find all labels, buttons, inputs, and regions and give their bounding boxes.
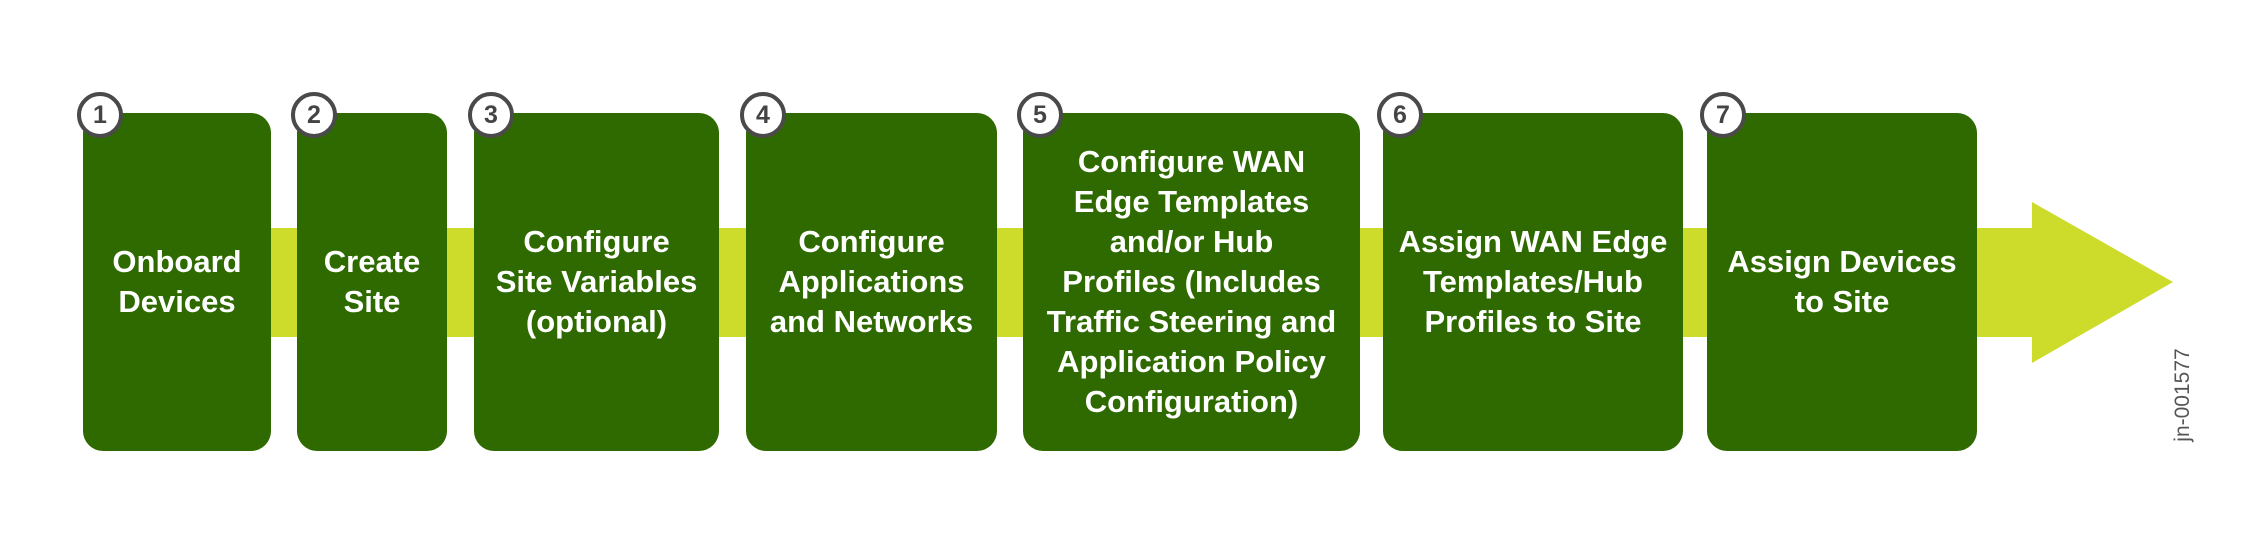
step-label: Create Site [323, 244, 421, 319]
step-label: Configure Applications and Networks [769, 224, 974, 339]
figure-id-label: jn-001577 [2171, 348, 2194, 442]
step-box-configure-site-variables: Configure Site Variables (optional) [474, 113, 719, 451]
step-box-onboard-devices: Onboard Devices [83, 113, 271, 451]
step-box-configure-wan-edge-templates: Configure WAN Edge Templates and/or Hub … [1023, 113, 1360, 451]
step-box-assign-templates-to-site: Assign WAN Edge Templates/Hub Profiles t… [1383, 113, 1683, 451]
step-number-badge: 5 [1017, 92, 1063, 138]
step-box-create-site: Create Site [297, 113, 447, 451]
step-label: Configure WAN Edge Templates and/or Hub … [1046, 144, 1337, 419]
step-box-configure-applications-networks: Configure Applications and Networks [746, 113, 997, 451]
step-label: Onboard Devices [112, 244, 242, 319]
step-label: Configure Site Variables (optional) [495, 224, 698, 339]
step-number-badge: 6 [1377, 92, 1423, 138]
step-label: Assign WAN Edge Templates/Hub Profiles t… [1398, 224, 1668, 339]
step-label: Assign Devices to Site [1727, 244, 1957, 319]
flow-arrowhead [2032, 202, 2173, 363]
step-number-badge: 4 [740, 92, 786, 138]
step-number-badge: 3 [468, 92, 514, 138]
step-number-badge: 2 [291, 92, 337, 138]
step-box-assign-devices-to-site: Assign Devices to Site [1707, 113, 1977, 451]
step-number-badge: 1 [77, 92, 123, 138]
step-number-badge: 7 [1700, 92, 1746, 138]
